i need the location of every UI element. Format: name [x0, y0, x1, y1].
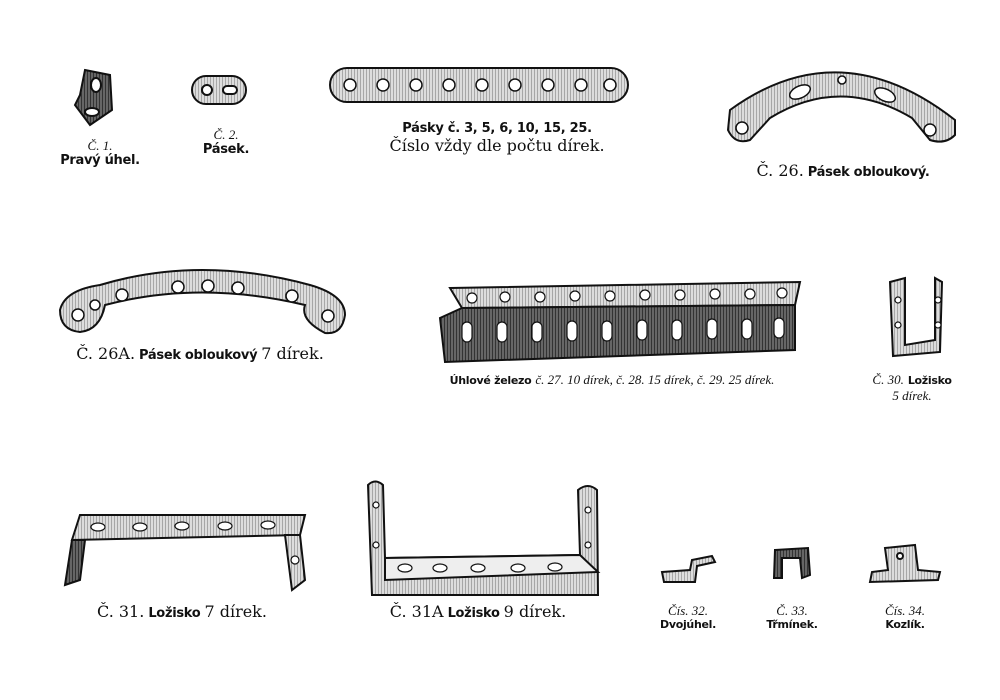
part-2-number: Č. 2. [213, 127, 239, 142]
part-1-number: Č. 1. [87, 138, 113, 153]
part-3-note: Číslo vždy dle počtu dírek. [389, 135, 605, 155]
part-3-name: Pásky č. 3, 5, 6, 10, 15, 25. [402, 121, 592, 136]
part-26-curved-strip [726, 71, 956, 143]
part-31a-caption: Č. 31A Ložisko 9 dírek. [389, 602, 567, 621]
part-31a-bearing [366, 480, 601, 596]
part-2-name: Pásek. [202, 141, 250, 157]
part-33-bracket [772, 546, 812, 580]
part-32-double-angle [660, 554, 717, 583]
part-2-strip [191, 75, 247, 105]
part-30-caption: Č. 30. Ložisko 5 dírek. [872, 372, 952, 404]
part-1-right-angle [73, 68, 114, 127]
part-31-caption: Č. 31. Ložisko 7 dírek. [97, 602, 267, 621]
part-27-angle-iron [438, 280, 802, 364]
part-34-caption: Čís. 34. Kozlík. [884, 603, 926, 631]
part-3-strip [329, 67, 629, 103]
part-31-bearing [63, 514, 307, 592]
part-30-bearing [888, 276, 944, 358]
part-1-name: Pravý úhel. [60, 152, 140, 168]
part-27-caption: Úhlové železo č. 27. 10 dírek, č. 28. 15… [449, 372, 775, 387]
part-1-caption: Č. 1. Pravý úhel. [60, 138, 140, 169]
part-3-caption: Pásky č. 3, 5, 6, 10, 15, 25. Číslo vždy… [389, 121, 605, 155]
part-2-caption: Č. 2. Pásek. [202, 127, 250, 158]
part-26a-curved-strip [58, 269, 347, 335]
part-26a-caption: Č. 26A. Pásek obloukový 7 dírek. [76, 344, 324, 363]
part-33-caption: Č. 33. Třmínek. [766, 603, 818, 631]
part-34-trestle [868, 543, 942, 584]
part-26-caption: Č. 26. Pásek obloukový. [756, 161, 930, 180]
part-32-caption: Čís. 32. Dvojúhel. [659, 603, 717, 631]
